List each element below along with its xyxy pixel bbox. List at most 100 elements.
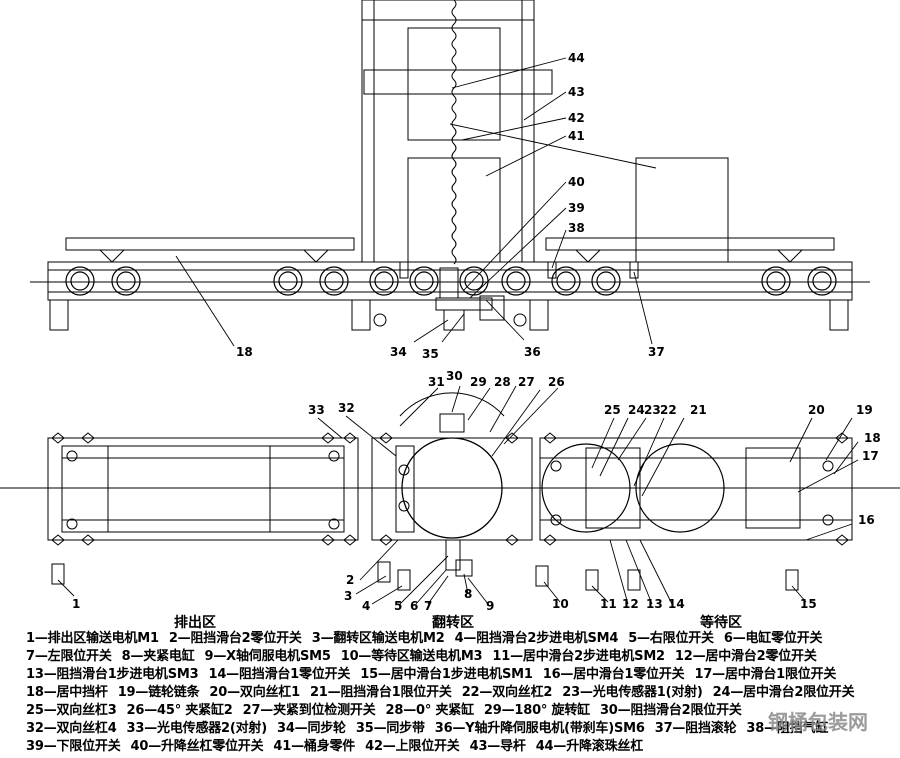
legend-item: 3—翻转区输送电机M2 (311, 631, 445, 646)
zone-label-waiting: 等待区 (700, 615, 742, 631)
legend-item: 38—阻挡气缸 (746, 721, 829, 736)
legend-item: 43—导杆 (469, 739, 526, 754)
legend-item: 44—升降滚珠丝杠 (535, 739, 643, 754)
callout-16: 16 (858, 513, 875, 527)
legend-item: 12—居中滑台2零位开关 (674, 649, 817, 664)
callout-39: 39 (568, 201, 585, 215)
legend-item: 4—阻挡滑台2步进电机SM4 (454, 631, 619, 646)
callout-40: 40 (568, 175, 585, 189)
callout-35: 35 (422, 347, 439, 361)
legend-item: 36—Y轴升降伺服电机(带刹车)SM6 (434, 721, 645, 736)
callout-23: 23 (644, 403, 661, 417)
legend-item: 13—阻挡滑台1步进电机SM3 (26, 667, 199, 682)
callout-2: 2 (346, 573, 354, 587)
callout-36: 36 (524, 345, 541, 359)
legend-item: 5—右限位开关 (628, 631, 714, 646)
legend-item: 39—下限位开关 (26, 739, 121, 754)
callout-30: 30 (446, 369, 463, 383)
legend-item: 20—双向丝杠1 (209, 685, 300, 700)
callout-34: 34 (390, 345, 407, 359)
callout-12: 12 (622, 597, 639, 611)
callout-18-top: 18 (236, 345, 253, 359)
legend-item: 29—180° 旋转缸 (483, 703, 590, 718)
callout-13: 13 (646, 597, 663, 611)
callout-6: 6 (410, 599, 418, 613)
legend-item: 42—上限位开关 (365, 739, 460, 754)
callout-32: 32 (338, 401, 355, 415)
callout-33: 33 (308, 403, 325, 417)
legend-row: 13—阻挡滑台1步进电机SM3 14—阻挡滑台1零位开关 15—居中滑台1步进电机S… (26, 666, 886, 684)
legend-item: 15—居中滑台1步进电机SM1 (360, 667, 533, 682)
callout-11: 11 (600, 597, 617, 611)
zone-label-discharge: 排出区 (174, 615, 216, 631)
legend-item: 7—左限位开关 (26, 649, 112, 664)
callout-3: 3 (344, 589, 352, 603)
callout-37: 37 (648, 345, 665, 359)
legend-item: 25—双向丝杠3 (26, 703, 117, 718)
callout-18: 18 (864, 431, 881, 445)
callout-5: 5 (394, 599, 402, 613)
elevation-leaders (175, 57, 657, 347)
plan-view (0, 392, 900, 591)
callout-17: 17 (862, 449, 879, 463)
callout-4: 4 (362, 599, 370, 613)
callout-41: 41 (568, 129, 585, 143)
legend-item: 23—光电传感器1(对射) (562, 685, 703, 700)
legend-item: 14—阻挡滑台1零位开关 (208, 667, 351, 682)
callout-31: 31 (428, 375, 445, 389)
watermark-logo: 钢桶包装网 (768, 710, 868, 734)
callout-24: 24 (628, 403, 645, 417)
callout-15: 15 (800, 597, 817, 611)
callout-25: 25 (604, 403, 621, 417)
plan-callouts: 31 30 29 28 27 26 32 33 25 24 23 22 21 2… (72, 369, 881, 613)
legend-row: 1—排出区输送电机M1 2—阻挡滑台2零位开关 3—翻转区输送电机M2 4—阻挡滑台2… (26, 630, 886, 648)
callout-14: 14 (668, 597, 685, 611)
callout-19: 19 (856, 403, 873, 417)
legend-item: 21—阻挡滑台1限位开关 (309, 685, 452, 700)
callout-22: 22 (660, 403, 677, 417)
legend-item: 37—阻挡滚轮 (654, 721, 737, 736)
callout-29: 29 (470, 375, 487, 389)
legend-item: 10—等待区输送电机M3 (340, 649, 483, 664)
legend-item: 30—阻挡滑台2限位开关 (599, 703, 742, 718)
callout-7: 7 (424, 599, 432, 613)
legend-item: 16—居中滑台1零位开关 (542, 667, 685, 682)
callout-8: 8 (464, 587, 472, 601)
legend-item: 22—双向丝杠2 (461, 685, 553, 700)
legend-item: 17—居中滑台1限位开关 (694, 667, 837, 682)
legend-item: 27—夹紧到位检测开关 (242, 703, 376, 718)
legend-item: 18—居中挡杆 (26, 685, 108, 700)
legend-item: 41—桶身零件 (273, 739, 356, 754)
legend-item: 8—夹紧电缸 (121, 649, 195, 664)
callout-21: 21 (690, 403, 707, 417)
elevation-view (30, 0, 870, 331)
legend-item: 11—居中滑台2步进电机SM2 (492, 649, 665, 664)
zone-label-flip: 翻转区 (432, 615, 474, 631)
callout-1: 1 (72, 597, 80, 611)
callout-20: 20 (808, 403, 825, 417)
callout-43: 43 (568, 85, 585, 99)
legend-item: 9—X轴伺服电机SM5 (204, 649, 331, 664)
legend-item: 28—0° 夹紧缸 (385, 703, 475, 718)
legend-item: 34—同步轮 (276, 721, 346, 736)
plan-leaders (57, 385, 859, 605)
callout-10: 10 (552, 597, 569, 611)
legend-item: 40—升降丝杠零位开关 (130, 739, 264, 754)
legend-item: 24—居中滑台2限位开关 (712, 685, 855, 700)
legend-row: 39—下限位开关 40—升降丝杠零位开关 41—桶身零件 42—上限位开关 43—导杆 4… (26, 738, 886, 756)
legend-item: 1—排出区输送电机M1 (26, 631, 159, 646)
legend-item: 2—阻挡滑台2零位开关 (168, 631, 302, 646)
legend-item: 32—双向丝杠4 (26, 721, 117, 736)
legend-item: 35—同步带 (355, 721, 425, 736)
parts-legend: 1—排出区输送电机M1 2—阻挡滑台2零位开关 3—翻转区输送电机M2 4—阻挡滑台2… (26, 630, 886, 756)
legend-item: 19—链轮链条 (117, 685, 200, 700)
legend-row: 7—左限位开关 8—夹紧电缸 9—X轴伺服电机SM5 10—等待区输送电机M3 11—居… (26, 648, 886, 666)
legend-item: 6—电缸零位开关 (723, 631, 823, 646)
callout-38: 38 (568, 221, 585, 235)
callout-9: 9 (486, 599, 494, 613)
legend-row: 18—居中挡杆 19—链轮链条 20—双向丝杠1 21—阻挡滑台1限位开关 22—双向丝… (26, 684, 886, 702)
callout-42: 42 (568, 111, 585, 125)
